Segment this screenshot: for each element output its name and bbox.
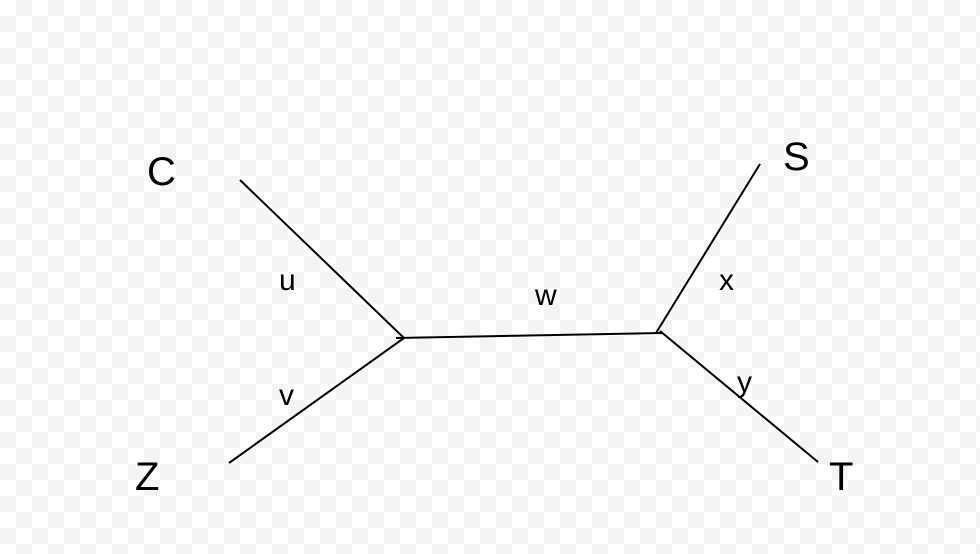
branch-u <box>239 179 405 339</box>
branch-v <box>228 337 405 464</box>
branch-label-u: u <box>279 264 296 297</box>
branch-x <box>655 163 761 334</box>
leaf-label-c: C <box>147 150 176 194</box>
branch-label-y: y <box>737 366 752 399</box>
branch-w <box>395 332 663 339</box>
leaf-label-s: S <box>783 135 810 179</box>
branch-label-v: v <box>279 379 294 412</box>
branch-label-x: x <box>719 264 734 297</box>
leaf-label-z: Z <box>135 455 159 499</box>
leaf-label-t: T <box>829 455 853 499</box>
branch-y <box>659 330 819 463</box>
branch-label-w: w <box>534 279 557 312</box>
